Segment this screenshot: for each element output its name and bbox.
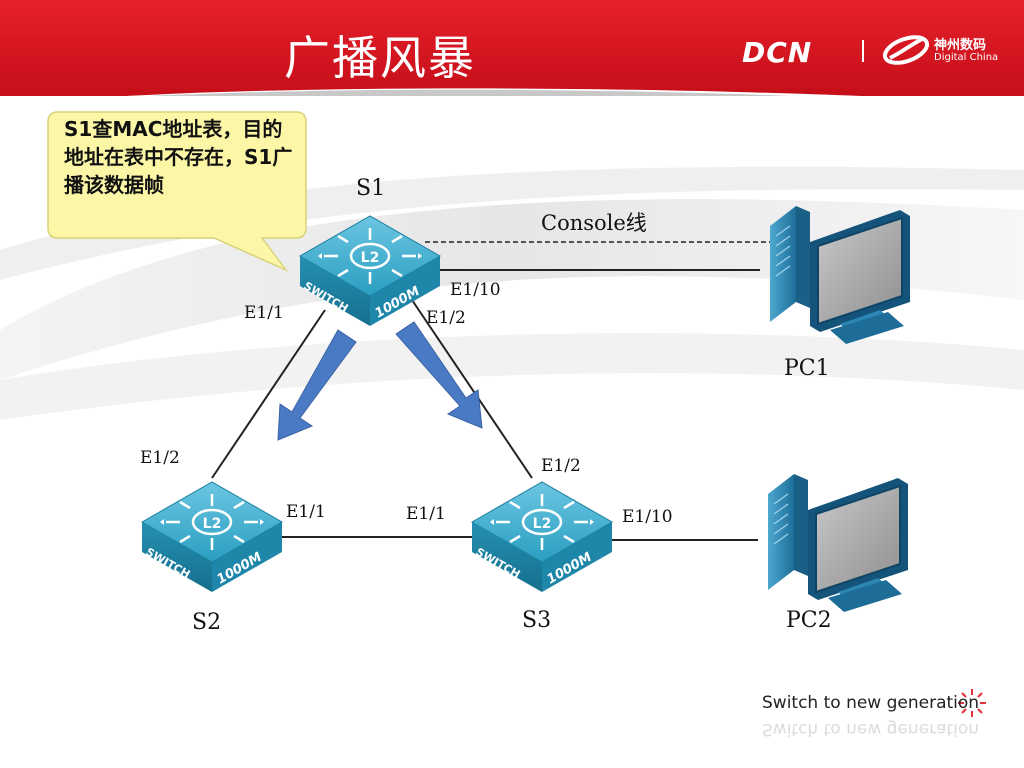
digital-china-logo-icon — [882, 35, 930, 65]
s3-label: S3 — [522, 608, 552, 633]
s1-face-label: L2 — [361, 250, 380, 266]
broadcast-arrow-to-s3 — [395, 321, 483, 429]
callout-bubble — [47, 111, 307, 272]
s3-port-e1-10: E1/10 — [622, 507, 673, 527]
s2-speed-label: 1000M — [215, 550, 265, 588]
s2-port-e1-1: E1/1 — [286, 502, 326, 522]
link-s1-s2 — [211, 309, 326, 479]
s1-port-e1-1: E1/1 — [244, 303, 284, 323]
slogan-burst-icon — [958, 689, 986, 717]
s1-speed-label: 1000M — [373, 284, 423, 322]
broadcast-arrow-to-s2 — [277, 329, 357, 441]
console-label: Console线 — [541, 211, 647, 235]
s2-face-label: L2 — [203, 516, 222, 532]
s3-speed-label: 1000M — [545, 550, 595, 588]
s2-side-label: SWITCH — [144, 545, 193, 581]
s3-face-label: L2 — [533, 516, 552, 532]
slogan-reflection: Switch to new generation — [762, 719, 980, 739]
slide-title: 广播风暴 — [284, 31, 476, 85]
s2-label: S2 — [192, 610, 222, 635]
s3-port-e1-1: E1/1 — [406, 504, 446, 524]
brand-divider — [862, 40, 864, 62]
s2-port-e1-2: E1/2 — [140, 448, 180, 468]
brand-name-en: Digital China — [934, 52, 999, 63]
callout-text: S1查MAC地址表，目的地址在表中不存在，S1广播该数据帧 — [64, 117, 293, 197]
s1-label: S1 — [356, 176, 386, 201]
s3-side-label: SWITCH — [474, 545, 523, 581]
s1-side-label: SWITCH — [302, 279, 351, 315]
link-s1-s3 — [411, 299, 533, 479]
s1-port-e1-2: E1/2 — [426, 308, 466, 328]
header-banner — [0, 0, 1024, 96]
brand-name-cn: 神州数码 — [934, 38, 987, 53]
dcn-logo: DCN — [742, 36, 813, 69]
s3-port-e1-2: E1/2 — [541, 456, 581, 476]
slogan-text: Switch to new generation — [762, 693, 980, 713]
pc2-label: PC2 — [786, 608, 832, 633]
pc1-label: PC1 — [784, 356, 830, 381]
s1-port-e1-10: E1/10 — [450, 280, 501, 300]
